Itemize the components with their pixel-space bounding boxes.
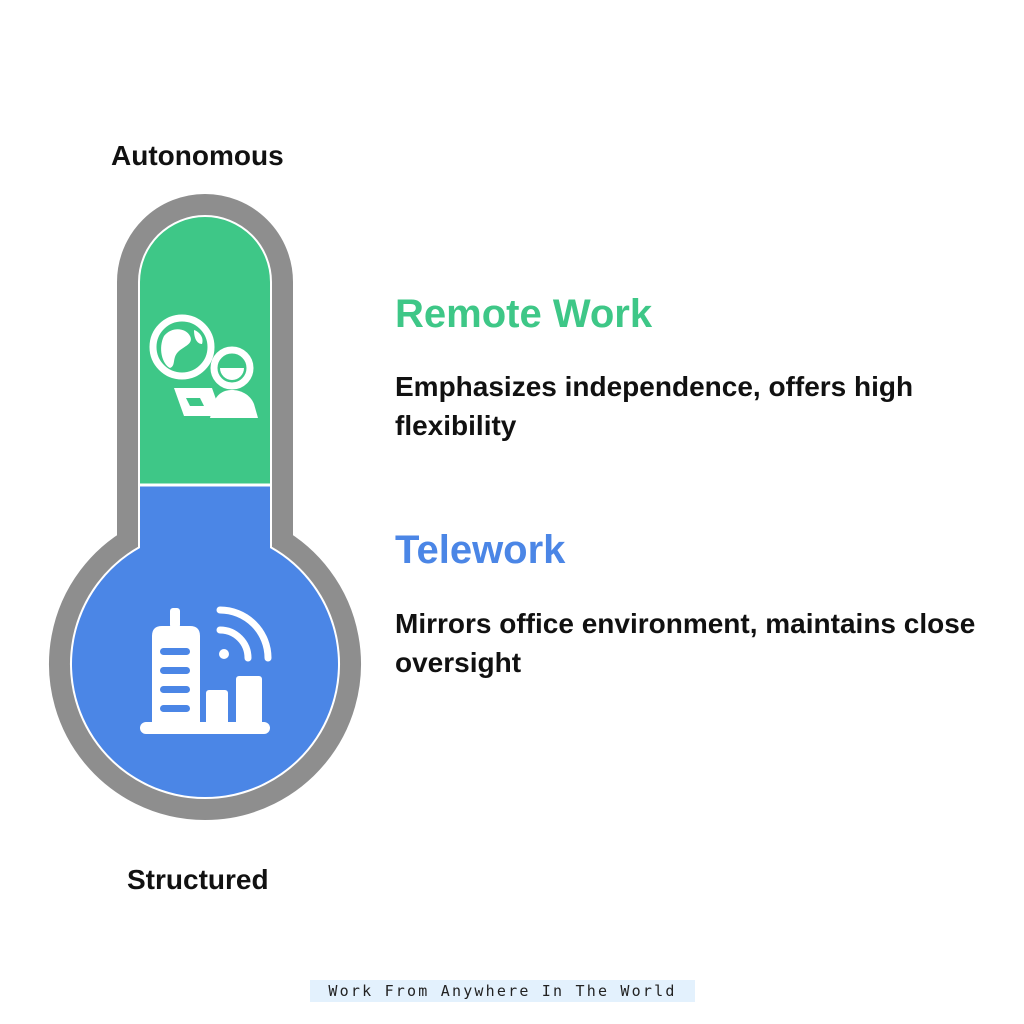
office-building-signal-icon	[140, 606, 272, 734]
footer-tagline: Work From Anywhere In The World	[310, 980, 695, 1002]
remote-work-title: Remote Work	[395, 292, 653, 336]
scale-label-autonomous: Autonomous	[111, 140, 284, 171]
thermometer-graphic	[49, 194, 361, 820]
telework-description: Mirrors office environment, maintains cl…	[395, 608, 976, 678]
remote-work-description: Emphasizes independence, offers high fle…	[395, 371, 914, 441]
globe-person-laptop-icon	[149, 314, 258, 418]
telework-title: Telework	[395, 528, 566, 572]
scale-label-structured: Structured	[127, 864, 269, 895]
